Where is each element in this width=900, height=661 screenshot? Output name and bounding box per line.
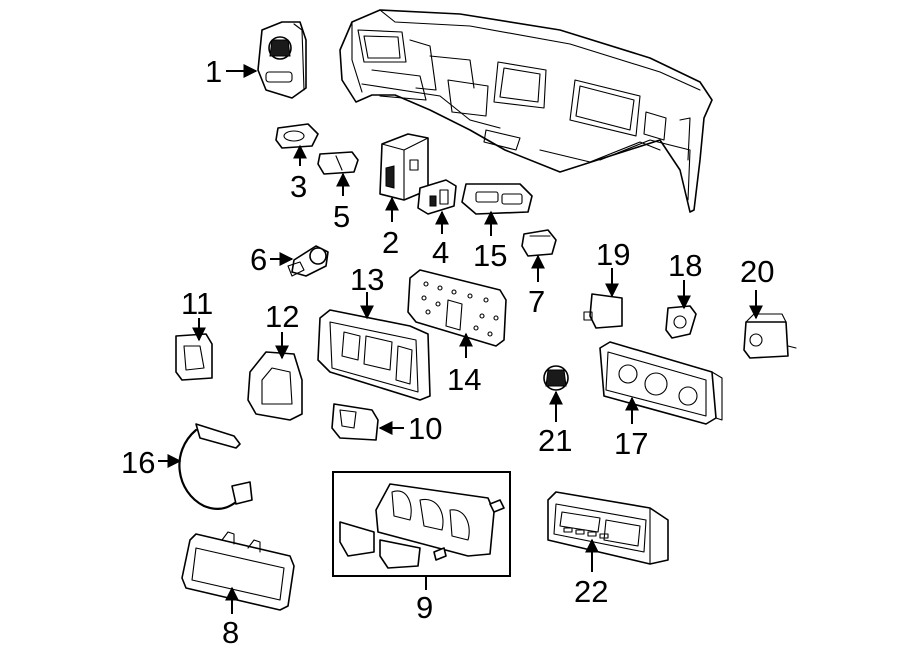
callout-20: 20 [740, 254, 774, 289]
callout-6: 6 [250, 242, 267, 277]
callout-5: 5 [333, 199, 350, 234]
callout-16: 16 [121, 445, 155, 480]
part-9-inset [332, 471, 511, 577]
part-9-inset-frame [332, 471, 511, 577]
part-14-circuit-board [407, 269, 507, 347]
part-19-sensor [583, 293, 623, 329]
callout-15: 15 [473, 238, 507, 273]
callout-14: 14 [447, 362, 481, 397]
callout-1: 1 [205, 54, 222, 89]
instrument-panel-illustration [339, 9, 713, 213]
part-4-switch [417, 179, 457, 215]
part-6-lock-cylinder [287, 245, 329, 277]
callout-17: 17 [614, 426, 648, 461]
part-22-climate-control [547, 491, 669, 565]
callout-8: 8 [222, 615, 239, 650]
part-15-switch-panel [461, 183, 533, 215]
part-8-cluster-lens [181, 531, 295, 611]
callout-19: 19 [596, 237, 630, 272]
part-12-bezel [247, 351, 303, 421]
callout-3: 3 [290, 169, 307, 204]
part-1-headlamp-switch [257, 21, 307, 99]
callout-21: 21 [538, 423, 572, 458]
callout-22: 22 [574, 574, 608, 609]
part-11-bezel [175, 333, 213, 381]
part-5-switch [317, 151, 359, 175]
callout-labels: 1 3 5 2 4 15 7 6 13 14 11 12 10 16 8 9 1… [121, 54, 774, 650]
part-16-wiring-harness [178, 423, 253, 511]
part-3-switch [275, 123, 319, 149]
callout-arrows [158, 64, 763, 614]
part-17-control-panel [599, 341, 723, 425]
callout-18: 18 [668, 248, 702, 283]
callout-7: 7 [528, 284, 545, 319]
part-2-module [379, 133, 429, 201]
part-13-cluster-housing [317, 309, 431, 401]
callout-2: 2 [382, 225, 399, 260]
callout-11: 11 [181, 286, 213, 321]
callout-10: 10 [408, 411, 442, 446]
part-7-switch [521, 229, 557, 257]
callout-4: 4 [432, 235, 449, 270]
part-20-actuator [743, 313, 797, 359]
callout-12: 12 [265, 299, 299, 334]
part-18-sensor [665, 305, 697, 339]
part-10-bracket [331, 403, 379, 441]
callout-13: 13 [350, 262, 384, 297]
callout-9: 9 [416, 590, 433, 625]
part-21-knob [543, 365, 569, 391]
